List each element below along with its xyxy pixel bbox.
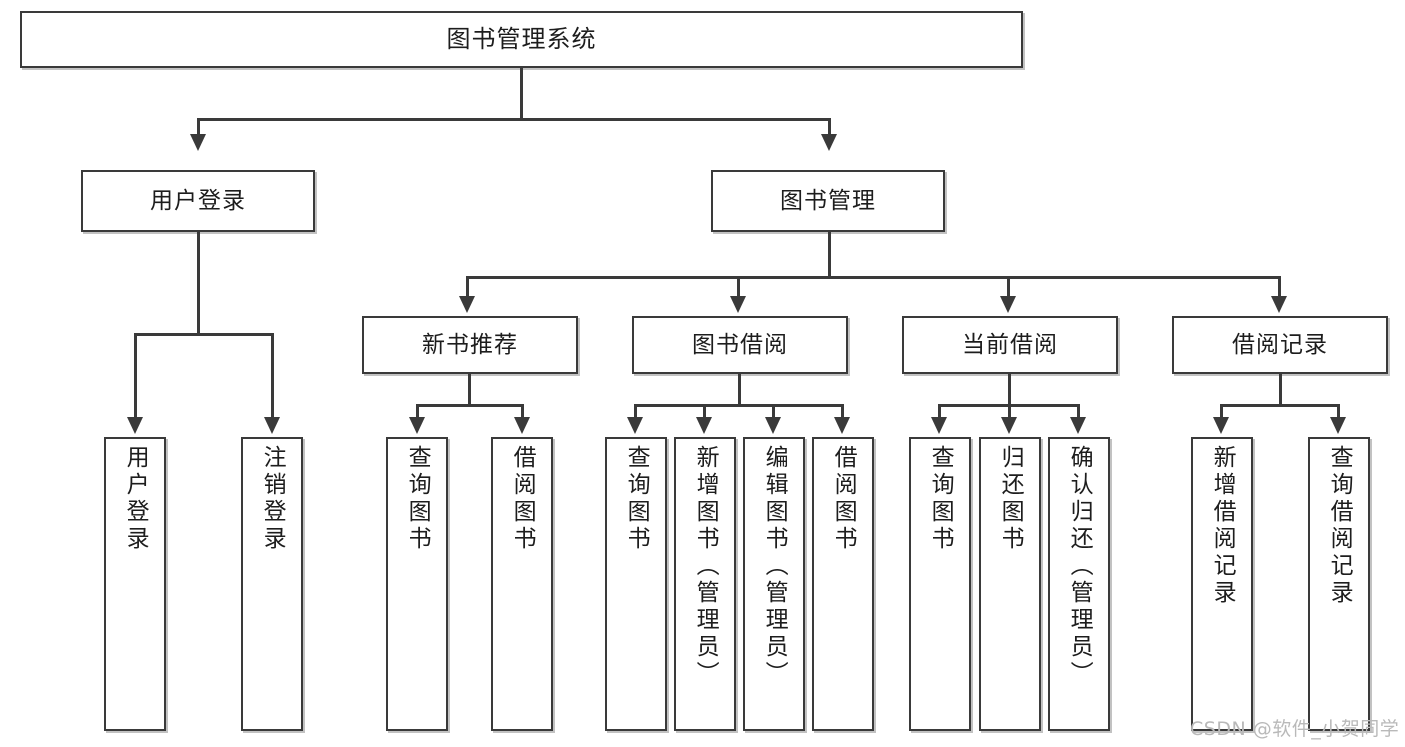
node-new-book-recommend[interactable]: 新书推荐: [362, 316, 578, 374]
node-label: 新书推荐: [422, 331, 518, 358]
connector-book-borrow-child-1: [634, 404, 637, 419]
node-label: 查询图书: [623, 445, 650, 553]
arrowhead-leaf-query-record: [1330, 417, 1346, 434]
connector-current-borrow-child-3: [1077, 404, 1080, 419]
connector-new-book-child-1: [416, 404, 419, 419]
node-label: 用户登录: [150, 187, 246, 214]
connector-root-to-user-login: [197, 118, 200, 136]
arrowhead-leaf-query-book-3: [931, 417, 947, 434]
node-root-book-management-system[interactable]: 图书管理系统: [20, 11, 1023, 68]
connector-user-login-child-2: [271, 333, 274, 419]
node-label: 借阅图书: [830, 445, 857, 553]
arrowhead-leaf-logout-login: [264, 417, 280, 434]
csdn-watermark: CSDN @软件_小贺同学: [1190, 718, 1400, 740]
node-label: 新增图书（管理员）: [692, 445, 719, 688]
arrowhead-borrow-record: [1271, 296, 1287, 313]
node-label: 查询图书: [404, 445, 431, 553]
leaf-add-borrow-record[interactable]: 新增借阅记录: [1191, 437, 1253, 731]
node-label: 借阅记录: [1232, 331, 1328, 358]
connector-bm-to-book-borrow: [737, 276, 740, 298]
leaf-user-login[interactable]: 用户登录: [104, 437, 166, 731]
arrowhead-book-borrow: [730, 296, 746, 313]
connector-borrow-record-child-2: [1337, 404, 1340, 419]
connector-book-borrow-child-4: [841, 404, 844, 419]
connector-user-login-stem: [197, 232, 200, 335]
leaf-query-book-new-book[interactable]: 查询图书: [386, 437, 448, 731]
connector-root-bar: [197, 118, 831, 121]
connector-book-borrow-child-3: [772, 404, 775, 419]
arrowhead-leaf-query-book-1: [409, 417, 425, 434]
node-label: 注销登录: [259, 445, 286, 553]
connector-bm-to-new-book: [466, 276, 469, 298]
node-label: 图书管理系统: [446, 24, 597, 53]
node-label: 借阅图书: [509, 445, 536, 553]
node-label: 图书借阅: [692, 331, 788, 358]
arrowhead-book-management: [821, 134, 837, 151]
connector-bm-to-current-borrow: [1007, 276, 1010, 298]
arrowhead-leaf-return-book: [1001, 417, 1017, 434]
node-label: 图书管理: [780, 187, 876, 214]
leaf-borrow-book[interactable]: 借阅图书: [812, 437, 874, 731]
arrowhead-leaf-query-book-2: [627, 417, 643, 434]
node-label: 归还图书: [997, 445, 1024, 553]
node-borrow-record[interactable]: 借阅记录: [1172, 316, 1388, 374]
leaf-query-book-borrow[interactable]: 查询图书: [605, 437, 667, 731]
arrowhead-leaf-edit-book: [765, 417, 781, 434]
node-label: 查询图书: [927, 445, 954, 553]
node-book-management[interactable]: 图书管理: [711, 170, 945, 232]
arrowhead-leaf-borrow-book-1: [514, 417, 530, 434]
arrowhead-leaf-borrow-book-2: [834, 417, 850, 434]
arrowhead-leaf-user-login: [127, 417, 143, 434]
node-label: 编辑图书（管理员）: [761, 445, 788, 688]
connector-new-book-bar: [416, 404, 524, 407]
connector-new-book-stem: [468, 374, 471, 406]
arrowhead-current-borrow: [1000, 296, 1016, 313]
connector-new-book-child-2: [521, 404, 524, 419]
arrowhead-leaf-confirm-return: [1070, 417, 1086, 434]
connector-current-borrow-child-1: [938, 404, 941, 419]
connector-borrow-record-bar: [1220, 404, 1340, 407]
connector-book-borrow-child-2: [703, 404, 706, 419]
node-book-borrow[interactable]: 图书借阅: [632, 316, 848, 374]
node-current-borrow[interactable]: 当前借阅: [902, 316, 1118, 374]
leaf-query-borrow-record[interactable]: 查询借阅记录: [1308, 437, 1370, 731]
leaf-add-book-admin[interactable]: 新增图书（管理员）: [674, 437, 736, 731]
connector-book-borrow-bar: [634, 404, 844, 407]
leaf-borrow-book-new-book[interactable]: 借阅图书: [491, 437, 553, 731]
node-label: 查询借阅记录: [1326, 445, 1353, 607]
leaf-return-book[interactable]: 归还图书: [979, 437, 1041, 731]
node-label: 当前借阅: [962, 331, 1058, 358]
connector-book-borrow-stem: [738, 374, 741, 406]
connector-current-borrow-child-2: [1008, 404, 1011, 419]
connector-bm-to-borrow-record: [1278, 276, 1281, 298]
leaf-edit-book-admin[interactable]: 编辑图书（管理员）: [743, 437, 805, 731]
node-user-login[interactable]: 用户登录: [81, 170, 315, 232]
connector-root-stem: [520, 68, 523, 120]
connector-user-login-bar: [134, 333, 274, 336]
connector-borrow-record-child-1: [1220, 404, 1223, 419]
leaf-logout-login[interactable]: 注销登录: [241, 437, 303, 731]
node-label: 新增借阅记录: [1209, 445, 1236, 607]
node-label: 用户登录: [122, 445, 149, 553]
connector-current-borrow-stem: [1008, 374, 1011, 406]
connector-book-management-stem: [828, 232, 831, 278]
arrowhead-user-login: [190, 134, 206, 151]
connector-root-to-book-management: [828, 118, 831, 136]
node-label: 确认归还（管理员）: [1066, 445, 1093, 688]
arrowhead-new-book-recommend: [459, 296, 475, 313]
connector-borrow-record-stem: [1279, 374, 1282, 406]
arrowhead-leaf-add-book: [696, 417, 712, 434]
arrowhead-leaf-add-record: [1213, 417, 1229, 434]
leaf-query-book-current[interactable]: 查询图书: [909, 437, 971, 731]
leaf-confirm-return-admin[interactable]: 确认归还（管理员）: [1048, 437, 1110, 731]
connector-user-login-child-1: [134, 333, 137, 419]
connector-book-management-bar: [466, 276, 1281, 279]
